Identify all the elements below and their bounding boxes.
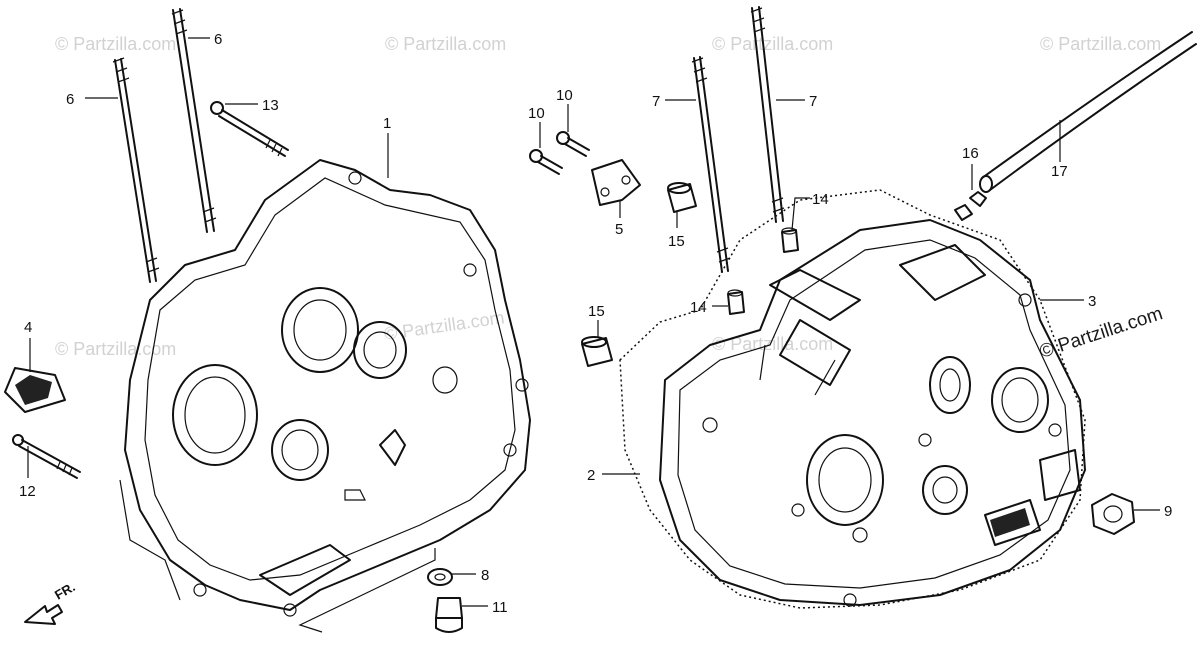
callout-7: 7 (809, 93, 817, 110)
callout-11: 11 (492, 599, 508, 616)
dowel-14-upper (781, 227, 799, 253)
bolt-12 (12, 434, 81, 479)
leader-lines (27, 37, 1160, 633)
callout-8: 8 (481, 567, 489, 584)
bracket-5 (591, 159, 641, 206)
callout-2: 2 (587, 467, 595, 484)
bolts-10 (529, 131, 590, 175)
clip-16 (954, 191, 987, 221)
watermark: © Partzilla.com (383, 307, 506, 344)
breather-tube-17 (979, 31, 1197, 193)
callout-15: 15 (588, 303, 605, 320)
nut-9 (1091, 493, 1135, 535)
dowel-14-lower (727, 289, 745, 315)
washer-8 (427, 568, 453, 586)
callout-4: 4 (24, 319, 32, 336)
dowel-15-upper (667, 182, 697, 213)
watermark: © Partzilla.com (55, 339, 176, 359)
callout-12: 12 (19, 483, 36, 500)
watermark: © Partzilla.com (385, 34, 506, 54)
left-crankcase-half (119, 159, 531, 617)
watermark: © Partzilla.com (712, 334, 833, 354)
callout-9: 9 (1164, 503, 1172, 520)
plate-4 (4, 367, 66, 413)
watermarks: © Partzilla.com © Partzilla.com © Partzi… (55, 34, 1165, 363)
callout-13: 13 (262, 97, 279, 114)
callout-16: 16 (962, 145, 979, 162)
callout-17: 17 (1051, 163, 1068, 180)
callout-10: 10 (528, 105, 545, 122)
watermark: © Partzilla.com (55, 34, 176, 54)
callout-3: 3 (1088, 293, 1096, 310)
callout-15: 15 (668, 233, 685, 250)
front-label: FR. (52, 579, 78, 602)
callout-7: 7 (652, 93, 660, 110)
front-direction-marker: FR. (24, 579, 78, 625)
callout-14: 14 (690, 299, 707, 316)
bolt-13 (210, 101, 289, 157)
dowel-15-lower (581, 336, 613, 367)
right-crankcase-half (659, 219, 1086, 607)
watermark: © Partzilla.com (1040, 34, 1161, 54)
callout-5: 5 (615, 221, 623, 238)
watermark: © Partzilla.com (712, 34, 833, 54)
callout-6: 6 (214, 31, 222, 48)
callout-6: 6 (66, 91, 74, 108)
callout-1: 1 (383, 115, 391, 132)
left-stud-bolts (112, 8, 217, 283)
callout-14: 14 (812, 191, 829, 208)
right-stud-bolts (691, 6, 785, 273)
drain-bolt-11 (435, 597, 463, 633)
gasket-2 (619, 189, 1086, 609)
callout-10: 10 (556, 87, 573, 104)
callout-labels: 6 6 13 1 4 12 8 11 10 10 5 15 7 7 14 14 … (19, 31, 1172, 616)
